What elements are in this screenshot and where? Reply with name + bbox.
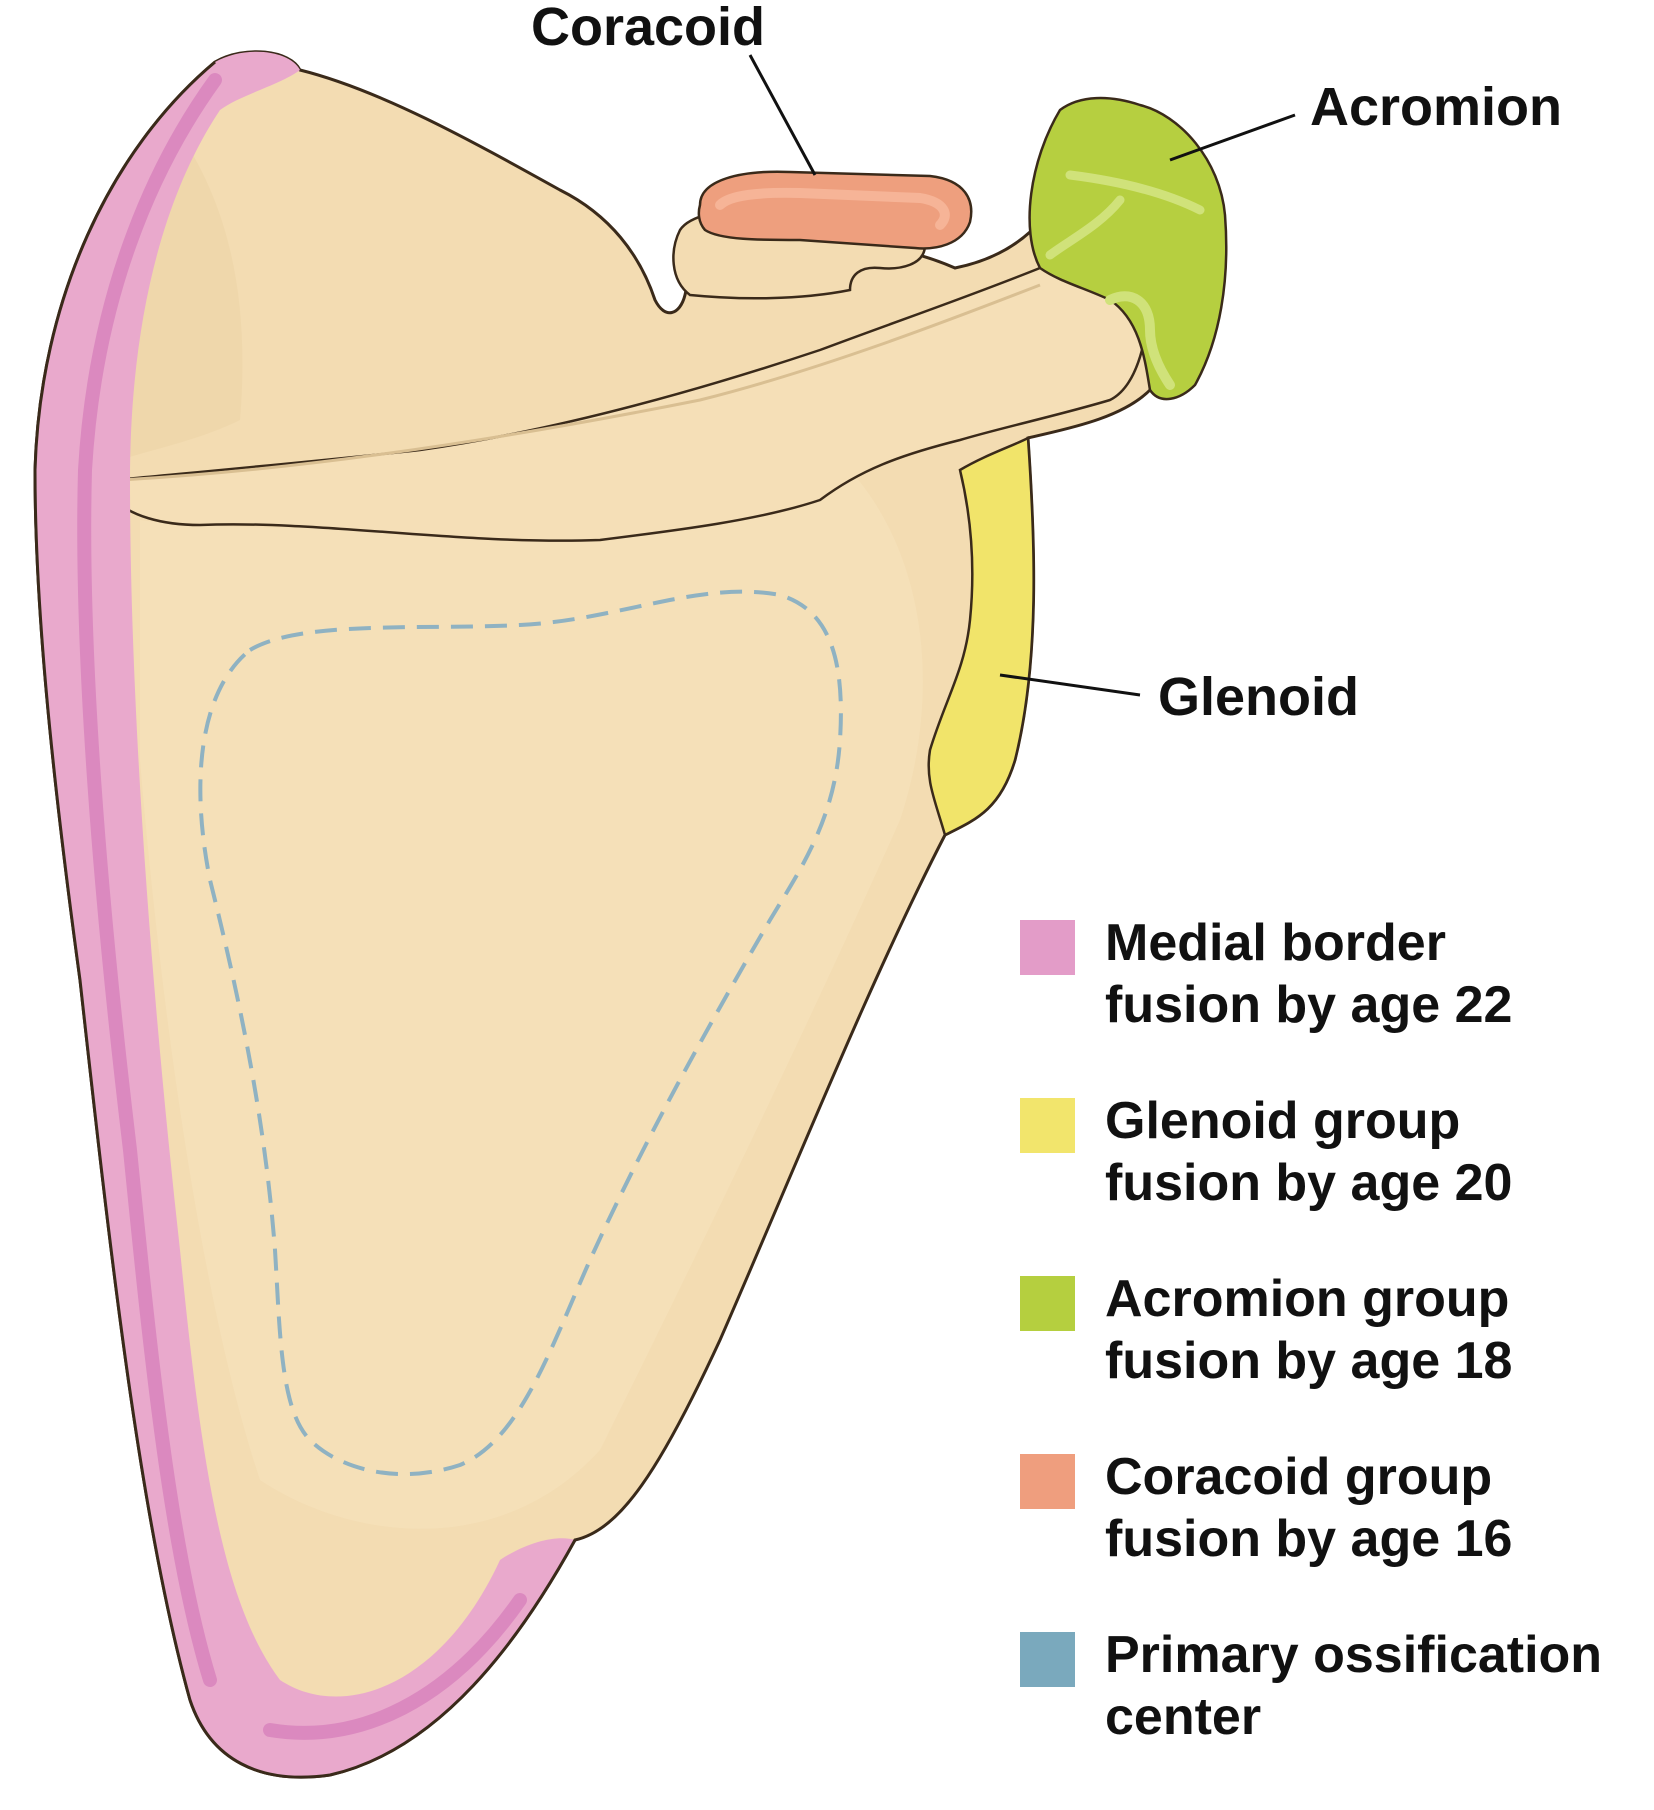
medial-border-outline xyxy=(33,60,577,1779)
spine-ridge-line xyxy=(119,283,1041,482)
legend-swatch-coracoid-group xyxy=(1020,1454,1075,1509)
legend-swatch-glenoid-group xyxy=(1020,1098,1075,1153)
label-coracoid: Coracoid xyxy=(531,0,765,57)
glenoid-rim xyxy=(927,435,1035,837)
legend-item-coracoid-group: Coracoid group fusion by age 16 xyxy=(1020,1448,1512,1568)
legend-item-medial-border: Medial border fusion by age 22 xyxy=(1020,914,1512,1034)
legend-item-primary-ossification-line2: center xyxy=(1105,1688,1261,1746)
legend-item-glenoid-group-line1: Glenoid group xyxy=(1105,1092,1460,1150)
coracoid-cap xyxy=(697,170,973,250)
legend-item-acromion-group-line2: fusion by age 18 xyxy=(1105,1332,1512,1390)
glenoid-leader xyxy=(999,673,1141,697)
body-shading xyxy=(140,470,923,1529)
inferior-angle-core xyxy=(263,1593,527,1740)
label-acromion: Acromion xyxy=(1310,77,1562,137)
legend-item-coracoid-group-line2: fusion by age 16 xyxy=(1105,1510,1512,1568)
coracoid-leader xyxy=(748,54,817,176)
legend-item-acromion-group-line1: Acromion group xyxy=(1105,1270,1509,1328)
label-glenoid: Glenoid xyxy=(1158,667,1359,727)
medial-border-core xyxy=(77,73,222,1687)
acromion-leader xyxy=(1169,113,1296,162)
acromion-light-band xyxy=(1045,170,1205,260)
primary-ossification-outline xyxy=(198,589,843,1477)
acromion-rim xyxy=(1105,291,1175,390)
legend-swatch-medial-border xyxy=(1020,920,1075,975)
legend-item-glenoid-group: Glenoid group fusion by age 20 xyxy=(1020,1092,1512,1212)
legend-item-primary-ossification-line1: Primary ossification xyxy=(1105,1626,1602,1684)
coracoid-cap-highlight xyxy=(715,187,950,230)
legend-item-medial-border-line2: fusion by age 22 xyxy=(1105,976,1512,1034)
legend-item-primary-ossification: Primary ossification center xyxy=(1020,1626,1602,1746)
anatomical-labels: Coracoid Acromion Glenoid xyxy=(531,0,1562,727)
legend-item-medial-border-line1: Medial border xyxy=(1105,914,1446,972)
legend-item-glenoid-group-line2: fusion by age 20 xyxy=(1105,1154,1512,1212)
legend-swatch-acromion-group xyxy=(1020,1276,1075,1331)
legend: Medial border fusion by age 22 Glenoid g… xyxy=(1020,914,1602,1746)
legend-item-coracoid-group-line1: Coracoid group xyxy=(1105,1448,1492,1506)
medial-border-outer xyxy=(35,51,575,1778)
scapula-illustration xyxy=(33,50,1228,1779)
legend-swatch-primary-ossification xyxy=(1020,1632,1075,1687)
legend-item-acromion-group: Acromion group fusion by age 18 xyxy=(1020,1270,1512,1390)
